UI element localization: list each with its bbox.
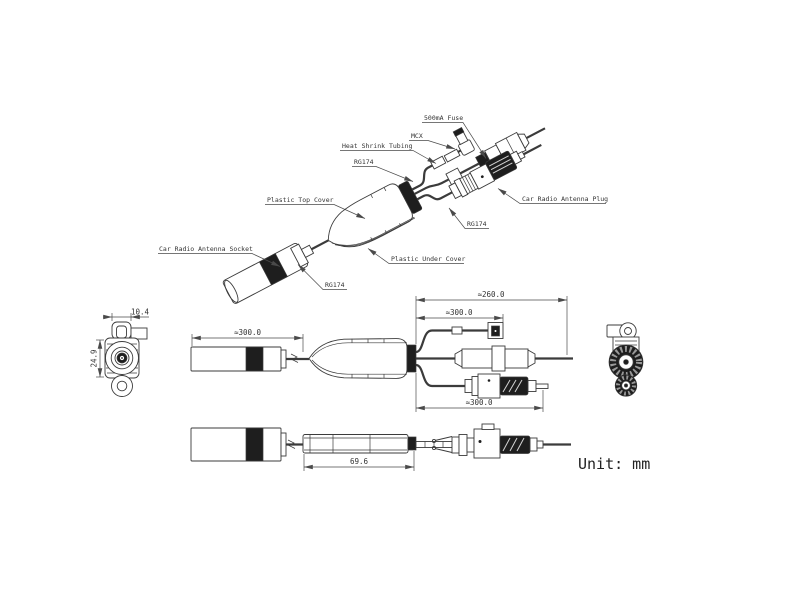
plan-cable-gland [406, 344, 417, 373]
iso-labels: 500mA Fuse MCX Heat Shrink Tubing RG174 … [158, 114, 608, 290]
socket-end-height-value: 24.9 [90, 349, 99, 367]
plan-plug-branch [415, 363, 549, 399]
plug-face-wheel [608, 344, 644, 380]
plan-mcx-branch [415, 322, 504, 354]
antenna-plug-label: Car Radio Antenna Plug [522, 195, 608, 203]
rg174-top-label: RG174 [354, 158, 374, 166]
socket-cable-entry [111, 321, 132, 340]
label-rg174-bottom: RG174 [297, 264, 347, 290]
side-antenna-plug [431, 423, 571, 459]
plan-view: ≈300.0 ≈260.0 ≈300.0 ≈300.0 [190, 290, 573, 412]
plan-fuse-branch [416, 345, 573, 372]
dim-plug-branch: ≈300.0 [415, 373, 544, 412]
socket-side-tab [130, 327, 148, 340]
socket-branch-length-value: ≈300.0 [234, 328, 262, 337]
plastic-under-cover-label: Plastic Under Cover [391, 255, 465, 263]
side-socket [190, 427, 287, 462]
label-antenna-plug: Car Radio Antenna Plug [497, 188, 608, 204]
fuse-label: 500mA Fuse [424, 114, 463, 122]
rg174-cable [310, 238, 330, 251]
plan-cover-body [308, 338, 417, 379]
plastic-top-cover-label: Plastic Top Cover [267, 196, 334, 204]
heat-shrink-tubing [430, 148, 461, 170]
cover-length-value: 69.6 [350, 457, 369, 466]
plan-socket [190, 346, 287, 372]
socket-bottom-ring [111, 375, 133, 397]
rg174-bottom-label: RG174 [325, 281, 345, 289]
fuse-branch-length-value: ≈260.0 [477, 290, 505, 299]
label-fuse: 500mA Fuse [422, 114, 487, 159]
label-rg174-top: RG174 [352, 158, 414, 182]
label-heat-shrink: Heat Shrink Tubing [340, 142, 437, 164]
heat-shrink-label: Heat Shrink Tubing [342, 142, 413, 150]
dim-socket-end-width: 10.4 [103, 308, 150, 321]
label-plastic-top-cover: Plastic Top Cover [265, 196, 366, 219]
socket-face-circles [105, 341, 139, 375]
label-rg174-mid: RG174 [448, 207, 489, 229]
dim-mcx-branch: ≈300.0 [415, 308, 504, 322]
rg174-mid-label: RG174 [467, 220, 487, 228]
fuse-lead-wire [525, 127, 546, 140]
antenna-socket-label: Car Radio Antenna Socket [159, 245, 253, 253]
dim-socket-end-height: 24.9 [90, 339, 104, 378]
mcx-branch-length-value: ≈300.0 [445, 308, 473, 317]
plastic-cover-body [327, 181, 423, 248]
socket-end-view: 10.4 24.9 [90, 308, 150, 397]
side-cover-body [302, 434, 417, 454]
unit-note: Unit: mm [578, 455, 650, 473]
dim-cover-length: 69.6 [303, 451, 415, 471]
socket-end-width-value: 10.4 [131, 308, 150, 317]
label-antenna-socket: Car Radio Antenna Socket [158, 245, 281, 267]
dim-socket-branch: ≈300.0 [191, 328, 304, 352]
cable-break-mark-side [287, 439, 296, 449]
side-view: 69.6 [190, 423, 571, 471]
mcx-connector [452, 127, 475, 156]
mcx-label: MCX [411, 132, 423, 140]
plan-fuse-holder [454, 345, 536, 372]
plug-bottom-ring [614, 374, 638, 397]
isometric-view: 500mA Fuse MCX Heat Shrink Tubing RG174 … [158, 114, 608, 304]
antenna-plug [448, 143, 542, 200]
label-plastic-under-cover: Plastic Under Cover [367, 248, 465, 264]
mcx-branch [411, 127, 475, 191]
plan-antenna-plug [464, 373, 549, 399]
label-mcx: MCX [409, 132, 456, 150]
plug-end-view [606, 322, 644, 397]
plug-branch [416, 143, 542, 201]
plug-branch-length-value: ≈300.0 [465, 398, 493, 407]
antenna-socket [222, 242, 315, 304]
cable-break-mark [290, 353, 299, 363]
